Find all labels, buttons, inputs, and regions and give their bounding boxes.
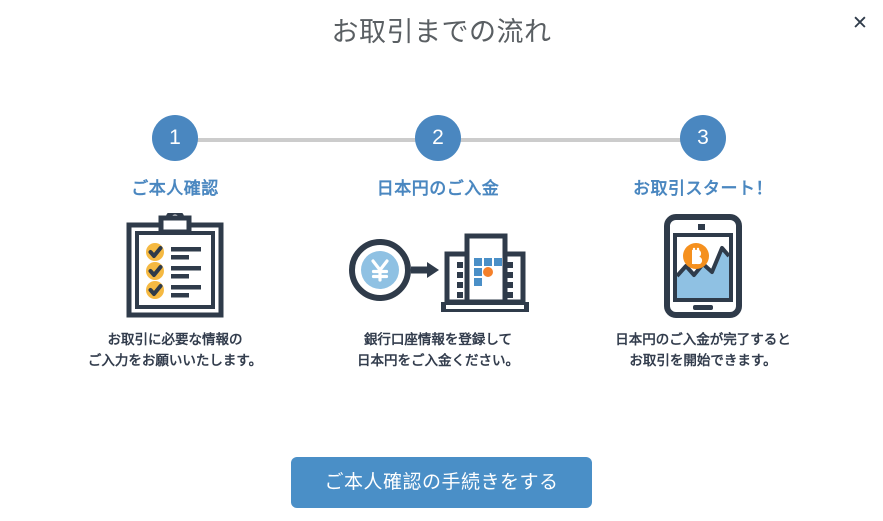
step-item-1: 1 ご本人確認 (60, 115, 290, 371)
step-label-2: 日本円のご入金 (376, 179, 500, 198)
step-item-2: 2 日本円のご入金 (323, 115, 553, 371)
start-identity-verification-button[interactable]: ご本人確認の手続きをする (291, 457, 592, 508)
close-icon: ✕ (852, 11, 868, 34)
page-title: お取引までの流れ (331, 17, 552, 47)
step-description-2: 銀行口座情報を登録して 日本円をご入金ください。 (357, 332, 519, 368)
clipboard-checklist-icon (60, 211, 290, 321)
step-number-badge-1: 1 (152, 115, 198, 161)
step-description-1: お取引に必要な情報の ご入力をお願いいたします。 (87, 332, 263, 368)
step-item-3: 3 お取引スタート！ 日本円のご入金が完了すると (588, 115, 818, 371)
tablet-bitcoin-chart-icon (588, 211, 818, 321)
step-number-badge-2: 2 (415, 115, 461, 161)
step-label-1: ご本人確認 (131, 179, 219, 198)
steps-container: 1 ご本人確認 (0, 115, 883, 415)
step-number-badge-3: 3 (680, 115, 726, 161)
step-label-3: お取引スタート！ (633, 179, 773, 198)
cta-container: ご本人確認の手続きをする (0, 457, 883, 508)
step-description-3: 日本円のご入金が完了すると お取引を開始できます。 (615, 332, 791, 368)
yen-to-bank-icon (323, 211, 553, 321)
close-button[interactable]: ✕ (846, 9, 874, 37)
